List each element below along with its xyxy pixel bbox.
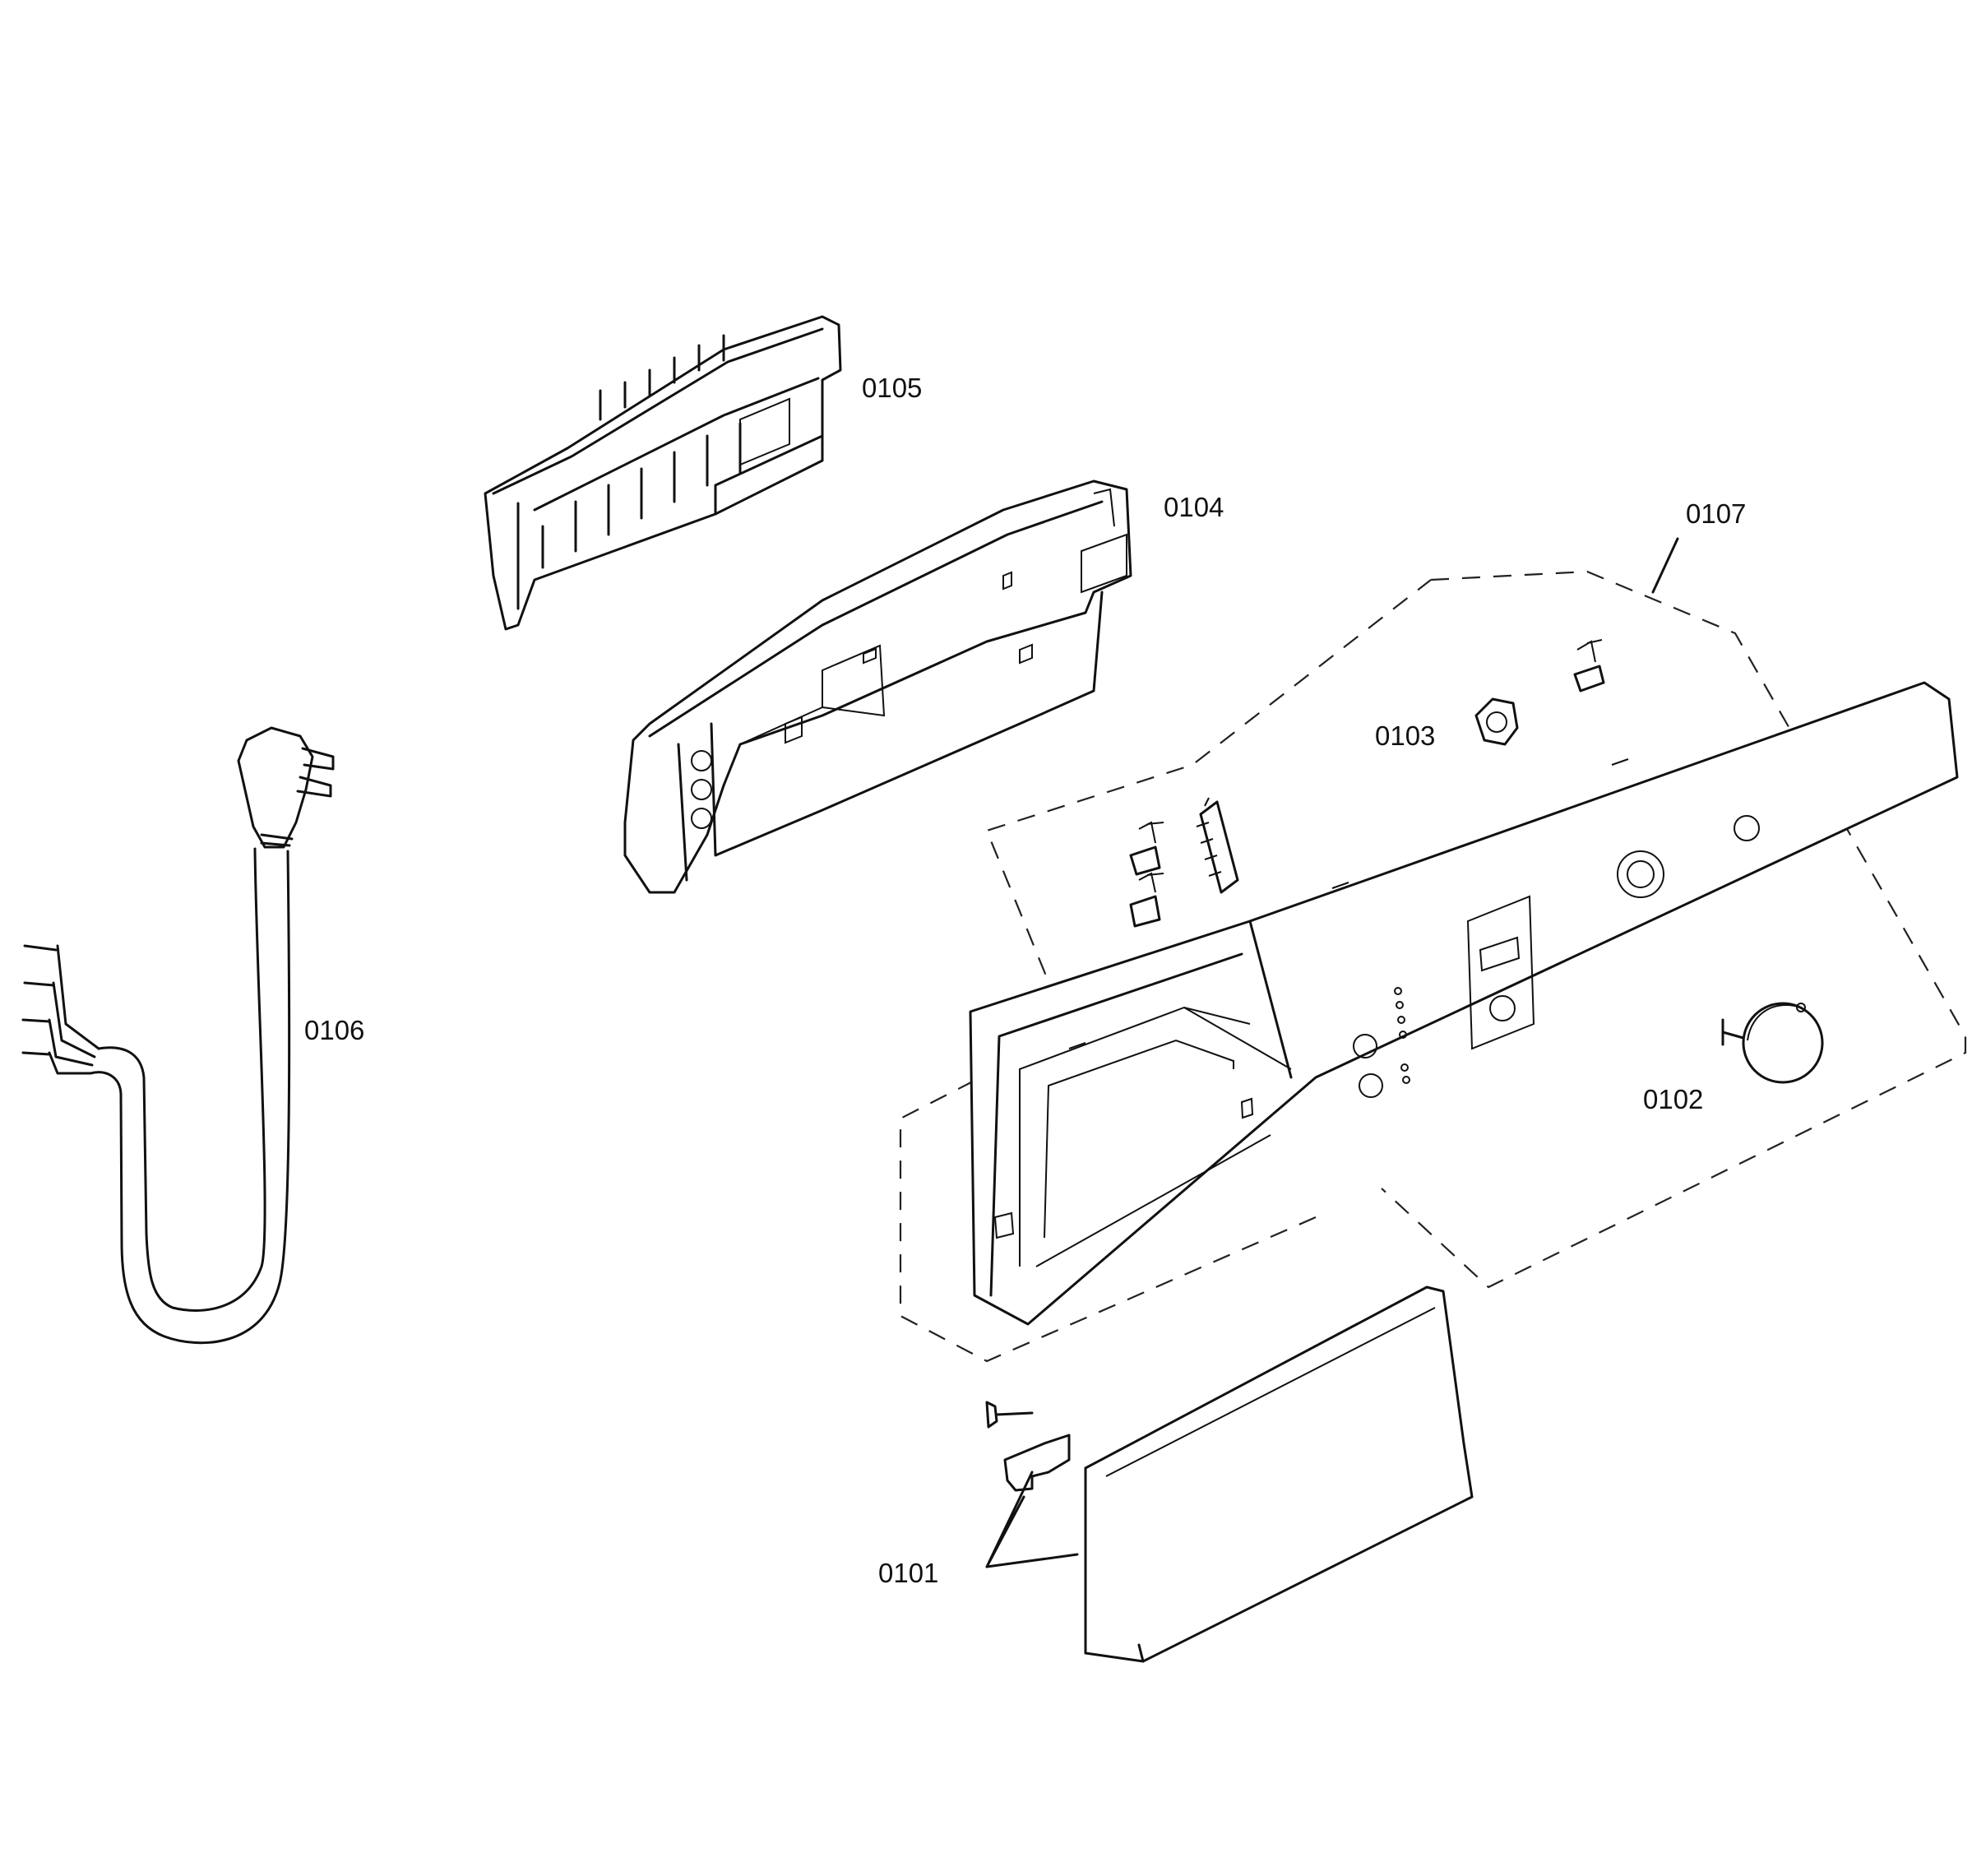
power-cord-icon [21, 726, 335, 1345]
part-label-0105: 0105 [862, 373, 923, 403]
indicator-lens-icon [1129, 639, 1605, 928]
part-label-0104: 0104 [1164, 492, 1224, 522]
leader-0107 [1651, 537, 1679, 594]
part-label-0107: 0107 [1686, 498, 1747, 529]
part-label-0103: 0103 [1375, 720, 1436, 751]
part-label-0101: 0101 [878, 1558, 939, 1588]
module-housing-icon [484, 315, 842, 631]
control-module-icon [623, 479, 1132, 894]
front-panel-cover-icon [985, 1285, 1474, 1663]
part-label-0106: 0106 [304, 1015, 365, 1045]
assembly-boundary [899, 570, 1967, 1363]
control-panel-assembly-icon [969, 681, 1959, 1326]
control-knob-icon [1721, 1002, 1824, 1084]
leader-0101 [985, 1471, 1079, 1568]
part-label-0102: 0102 [1643, 1084, 1704, 1114]
